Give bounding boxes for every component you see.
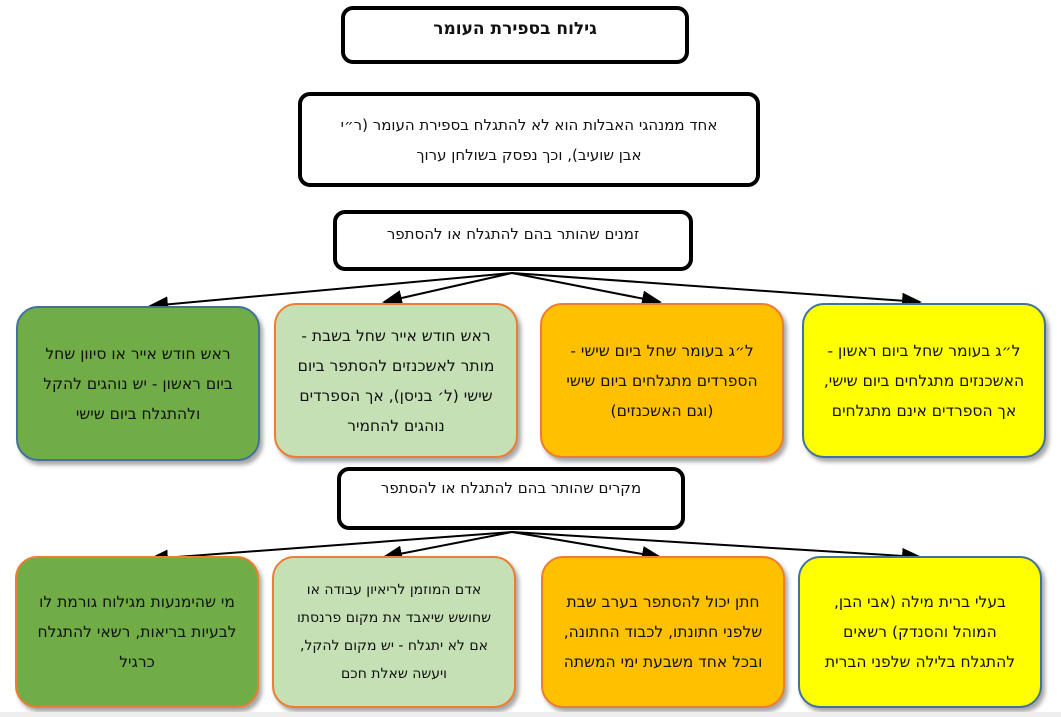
cases-heading-box: מקרים שהותר בהם להתגלח או להסתפר (337, 467, 685, 530)
times-card-1: ל״ג בעומר שחל ביום ראשון - האשכנזים מתגל… (802, 303, 1046, 458)
card-text: ל״ג בעומר שחל ביום ראשון - האשכנזים מתגל… (823, 341, 1025, 420)
intro-text: אחד ממנהגי האבלות הוא לא להתגלח בספירת ה… (340, 115, 718, 164)
card-text: בעלי ברית מילה (אבי הבן, המוהל והסנדק) ר… (824, 593, 1016, 671)
times-card-4: ראש חודש אייר או סיוון שחל ביום ראשון - … (16, 306, 260, 461)
card-text: אדם המוזמן לריאיון עבודה או שחושש שיאבד … (296, 582, 492, 682)
arrow (511, 531, 662, 562)
arrow (511, 272, 922, 309)
times-heading: זמנים שהותר בהם להתגלח או להסתפר (386, 224, 640, 243)
arrow (382, 272, 513, 306)
title-box: גילוח בספירת העומר (341, 6, 689, 64)
card-text: ראש חודש אייר או סיוון שחל ביום ראשון - … (43, 344, 233, 423)
cases-card-1: בעלי ברית מילה (אבי הבן, המוהל והסנדק) ר… (798, 556, 1042, 708)
card-text: חתן יכול להסתפר בערב שבת שלפני חתונתו, ל… (563, 593, 763, 671)
cases-card-3: אדם המוזמן לריאיון עבודה או שחושש שיאבד … (272, 556, 516, 708)
times-heading-box: זמנים שהותר בהם להתגלח או להסתפר (333, 210, 693, 271)
intro-box: אחד ממנהגי האבלות הוא לא להתגלח בספירת ה… (298, 92, 760, 187)
arrow (148, 272, 513, 313)
cases-card-4: מי שהימנעות מגילוח גורמת לו לבעיות בריאו… (15, 556, 259, 708)
title-text: גילוח בספירת העומר (433, 19, 597, 39)
card-text: מי שהימנעות מגילוח גורמת לו לבעיות בריאו… (37, 593, 237, 671)
arrow (382, 531, 513, 562)
times-card-2: ל״ג בעומר שחל ביום שישי - הספרדים מתגלחי… (540, 303, 784, 458)
card-text: ל״ג בעומר שחל ביום שישי - הספרדים מתגלחי… (566, 341, 758, 420)
times-card-3: ראש חודש אייר שחל בשבת - מותר לאשכנזים ל… (274, 303, 518, 458)
arrow (511, 272, 662, 307)
cases-card-2: חתן יכול להסתפר בערב שבת שלפני חתונתו, ל… (541, 556, 785, 708)
bottom-strip (0, 712, 1061, 717)
card-text: ראש חודש אייר שחל בשבת - מותר לאשכנזים ל… (297, 326, 495, 435)
arrow (511, 531, 922, 564)
arrow (148, 531, 513, 566)
cases-heading: מקרים שהותר בהם להתגלח או להסתפר (380, 478, 642, 497)
